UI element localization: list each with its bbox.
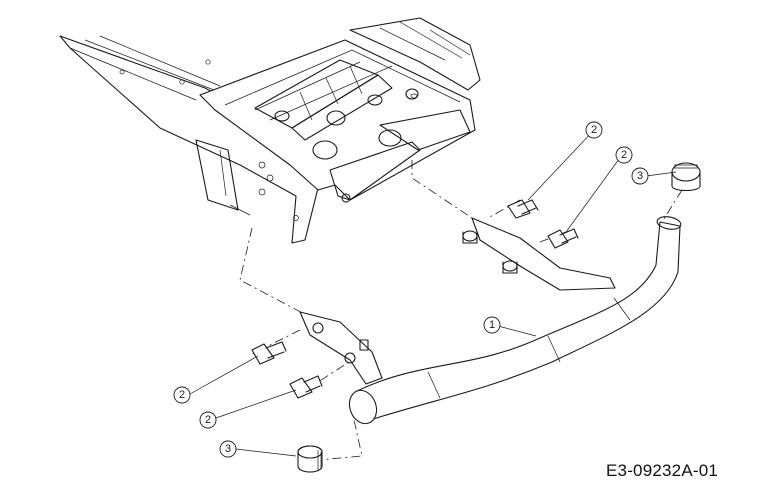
callout-label: 2 bbox=[621, 149, 627, 161]
drawing-code: E3-09232A-01 bbox=[606, 461, 719, 480]
callout-label: 2 bbox=[179, 389, 185, 401]
bolts bbox=[251, 199, 579, 399]
callout-label: 1 bbox=[489, 319, 495, 331]
callout-2-bolt-lower-b: 2 bbox=[199, 411, 217, 429]
bolt-lower-a bbox=[251, 341, 287, 365]
callout-2-bolt-upper-a: 2 bbox=[585, 121, 603, 139]
callout-2-bolt-lower-a: 2 bbox=[173, 386, 191, 404]
callout-label: 3 bbox=[225, 443, 231, 455]
callout-3-cap-lower: 3 bbox=[219, 440, 237, 458]
frame-assembly bbox=[59, 17, 481, 244]
callout-2-bolt-upper-b: 2 bbox=[615, 146, 633, 164]
callout-3-cap-upper: 3 bbox=[631, 167, 649, 185]
callout-1-bumper: 1 bbox=[483, 316, 501, 334]
leader-lines bbox=[189, 129, 677, 457]
callout-label: 2 bbox=[205, 414, 211, 426]
bolt-lower-b bbox=[289, 375, 323, 399]
bolt-upper-a bbox=[507, 199, 539, 219]
bolt-upper-b bbox=[547, 228, 579, 249]
bumper-tube bbox=[299, 216, 682, 425]
end-cap-upper bbox=[671, 162, 701, 192]
callout-label: 3 bbox=[637, 170, 643, 182]
callout-label: 2 bbox=[591, 124, 597, 136]
end-cap-lower bbox=[297, 445, 323, 473]
end-caps bbox=[297, 162, 701, 473]
